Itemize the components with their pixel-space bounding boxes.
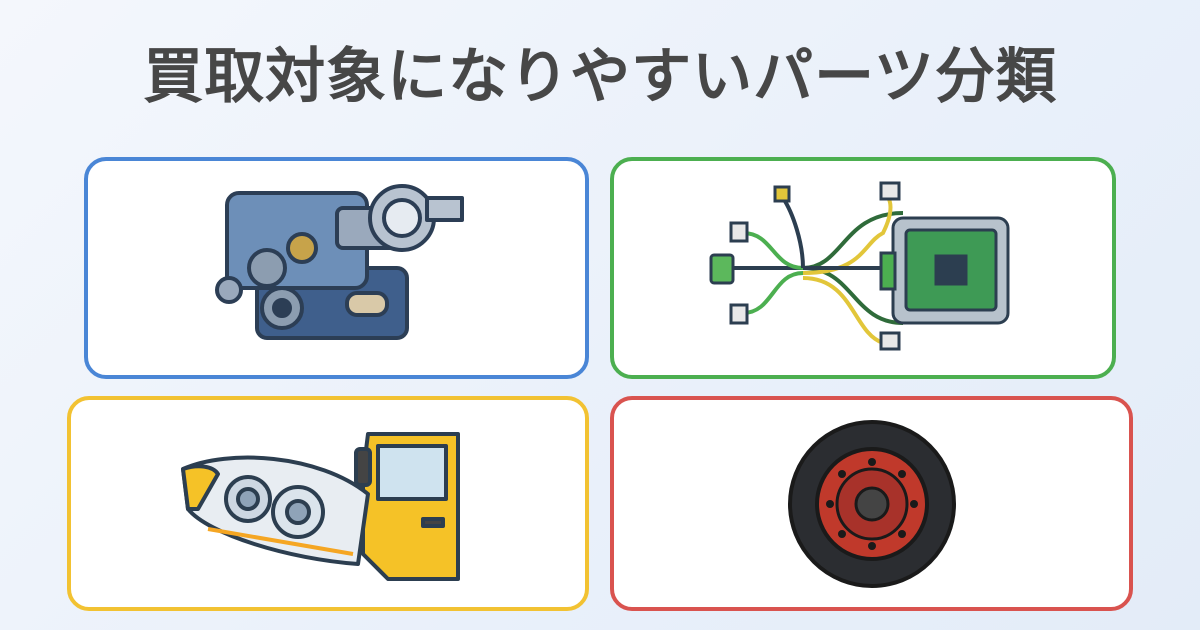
truck-wheel-tire-icon <box>787 419 956 588</box>
card-tire <box>610 396 1133 611</box>
headlight-truck-door-icon <box>181 431 460 581</box>
card-engine <box>84 157 589 379</box>
ecu-wiring-harness-icon <box>709 181 1010 351</box>
engine-turbo-icon <box>214 184 464 340</box>
card-electronics <box>610 157 1116 379</box>
card-exterior <box>67 396 589 611</box>
page-title: 買取対象になりやすいパーツ分類 <box>143 42 1057 112</box>
